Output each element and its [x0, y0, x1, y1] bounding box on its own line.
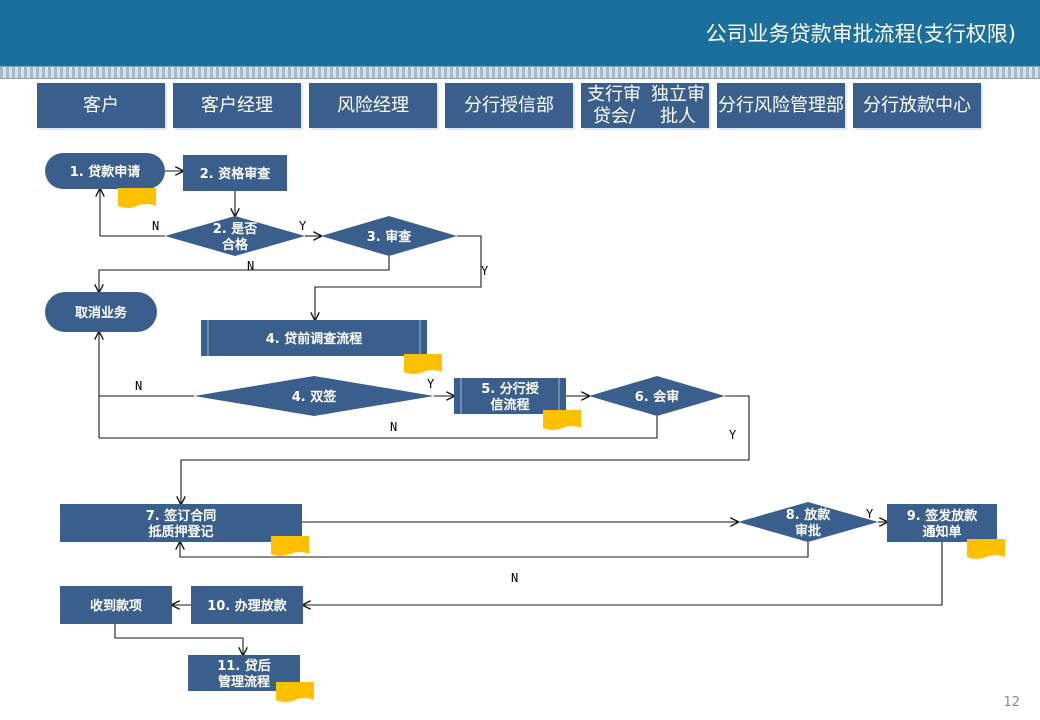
- disbursement-approval-node: 8. 放款审批: [738, 502, 878, 542]
- joint-review-node: 6. 会审: [589, 376, 725, 416]
- qualified-decision-node: 2. 是否合格: [165, 216, 305, 256]
- sticky-note: [967, 539, 1005, 559]
- dual-signature-node: 4. 双签: [194, 376, 434, 416]
- sticky-note: [543, 410, 581, 430]
- dual-signature-label: 4. 双签: [292, 389, 338, 405]
- no-label: N: [247, 259, 254, 273]
- lane-header: 风险经理: [309, 83, 437, 128]
- yes-label: Y: [866, 507, 874, 521]
- qualification-review-label: 2. 资格审查: [200, 166, 272, 182]
- process-disbursement-node: 10. 办理放款: [191, 586, 303, 624]
- sticky-note: [118, 188, 156, 208]
- connector-arrow: [181, 395, 750, 504]
- header-bar: [0, 0, 1040, 66]
- connector-arrow: [303, 542, 943, 605]
- pre-loan-investigation-node: 4. 贷前调查流程: [201, 320, 427, 356]
- branch-credit-process-label: 5. 分行授信流程: [481, 381, 540, 413]
- no-label: N: [135, 379, 142, 393]
- sticky-note: [271, 536, 309, 556]
- receive-funds-label: 收到款项: [90, 598, 142, 614]
- yes-label: Y: [481, 264, 489, 278]
- decorative-band: [0, 66, 1040, 79]
- sign-contract-label: 7. 签订合同抵质押登记: [146, 508, 217, 540]
- page-number: 12: [1003, 695, 1020, 710]
- connector-arrow: [99, 416, 658, 439]
- lane-header: 支行审贷会/独立审批人: [581, 83, 709, 128]
- review-decision-label: 3. 审查: [367, 229, 413, 245]
- branch-credit-process-node: 5. 分行授信流程: [454, 378, 566, 414]
- issue-disbursement-notice-node: 9. 签发放款通知单: [887, 504, 997, 542]
- connector-arrow: [114, 624, 243, 655]
- cancel-business-label: 取消业务: [75, 305, 128, 321]
- yes-label: Y: [729, 428, 737, 442]
- issue-disbursement-notice-label: 9. 签发放款通知单: [907, 508, 979, 540]
- sticky-note: [404, 354, 442, 374]
- sticky-note: [276, 682, 314, 702]
- lane-header: 分行授信部: [445, 83, 573, 128]
- loan-application-label: 1. 贷款申请: [70, 164, 141, 180]
- no-label: N: [390, 420, 397, 434]
- loan-application-node: 1. 贷款申请: [45, 153, 165, 189]
- receive-funds-node: 收到款项: [60, 586, 172, 624]
- cancel-business-node: 取消业务: [45, 292, 157, 332]
- no-label: N: [152, 219, 159, 233]
- yes-label: Y: [427, 377, 435, 391]
- qualification-review-node: 2. 资格审查: [183, 155, 287, 191]
- page-title: 公司业务贷款审批流程(支行权限): [705, 22, 1016, 46]
- lane-header: 客户: [37, 83, 165, 128]
- connector-arrow: [180, 542, 809, 558]
- process-disbursement-label: 10. 办理放款: [207, 598, 288, 614]
- post-loan-management-label: 11. 贷后管理流程: [217, 658, 271, 690]
- connector-arrow: [315, 235, 482, 320]
- joint-review-label: 6. 会审: [635, 389, 680, 405]
- review-decision-node: 3. 审查: [321, 216, 457, 256]
- no-label: N: [511, 571, 518, 585]
- pre-loan-investigation-label: 4. 贷前调查流程: [266, 331, 363, 347]
- connector-arrow: [99, 256, 390, 292]
- sign-contract-node: 7. 签订合同抵质押登记: [60, 504, 302, 542]
- lane-header: 客户经理: [173, 83, 301, 128]
- yes-label: Y: [299, 219, 307, 233]
- qualified-decision-label: 2. 是否合格: [213, 222, 258, 253]
- disbursement-approval-label: 8. 放款审批: [786, 507, 832, 539]
- lane-header: 分行放款中心: [853, 83, 981, 128]
- lane-header: 分行风险管理部: [717, 83, 845, 128]
